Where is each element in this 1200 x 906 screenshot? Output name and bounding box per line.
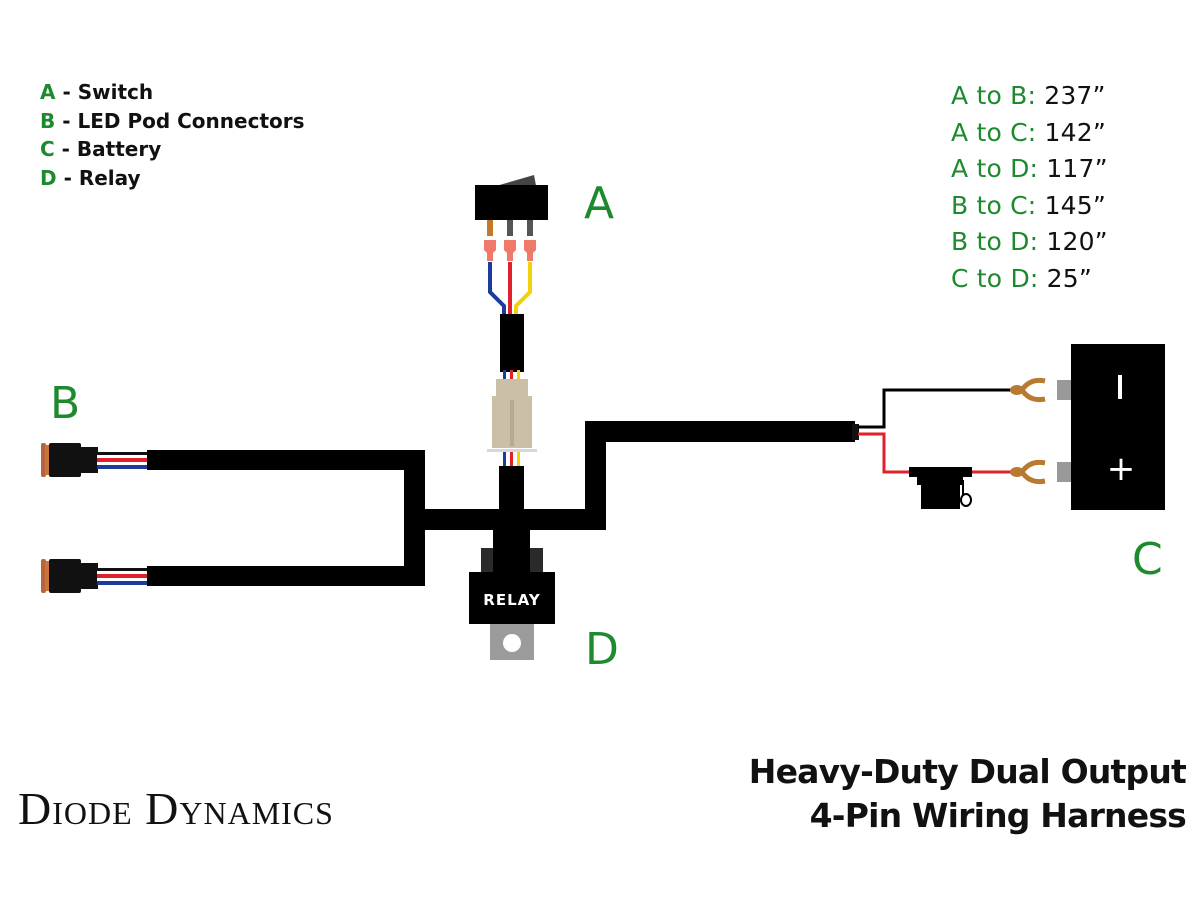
inline-connector xyxy=(487,379,537,452)
harness-switch-drop xyxy=(499,466,524,536)
label-led-pods: B xyxy=(50,378,81,429)
harness-pod-top xyxy=(147,450,425,470)
led-pod-connector-bottom xyxy=(41,559,147,593)
length-value: 237” xyxy=(1036,81,1106,110)
battery-post-positive xyxy=(1057,462,1072,482)
length-row: A to C: 142” xyxy=(951,115,1108,152)
length-value: 120” xyxy=(1038,227,1108,256)
length-row: B to D: 120” xyxy=(951,224,1108,261)
length-pair: B to D: xyxy=(951,227,1039,256)
length-pair: A to B: xyxy=(951,81,1037,110)
length-value: 145” xyxy=(1036,190,1107,220)
harness-battery-riser xyxy=(585,421,606,530)
length-pair: B to C: xyxy=(951,190,1037,220)
ring-terminal-negative xyxy=(1010,377,1046,403)
legend-item: A - Switch xyxy=(40,78,305,107)
legend-key: B xyxy=(40,108,56,133)
legend-label: - Relay xyxy=(56,165,141,190)
harness-battery-run xyxy=(585,421,855,442)
length-pair: A to D: xyxy=(951,154,1039,183)
length-row: B to C: 145” xyxy=(951,188,1108,225)
switch-wire-yellow xyxy=(514,262,532,316)
spade-terminals xyxy=(484,240,536,261)
label-switch: A xyxy=(584,178,615,229)
battery-leads xyxy=(852,377,1046,509)
legend-item: D - Relay xyxy=(40,164,305,193)
legend-label: - Battery xyxy=(54,137,162,161)
length-table: A to B: 237” A to C: 142” A to D: 117” B… xyxy=(951,78,1108,297)
product-title-line1: Heavy-Duty Dual Output xyxy=(748,752,1187,791)
battery: + xyxy=(1057,344,1165,510)
label-relay: D xyxy=(585,624,619,675)
length-value: 117” xyxy=(1038,154,1108,183)
legend-key: C xyxy=(40,137,55,161)
battery-body xyxy=(1071,344,1165,510)
battery-negative-symbol xyxy=(1118,375,1122,399)
length-row: A to D: 117” xyxy=(951,151,1108,188)
relay-body xyxy=(469,572,555,624)
harness-main xyxy=(147,421,855,586)
length-row: C to D: 25” xyxy=(951,261,1108,298)
legend-key: A xyxy=(40,80,56,104)
legend-item: B - LED Pod Connectors xyxy=(40,107,305,136)
length-value: 25” xyxy=(1038,263,1093,293)
relay-label: RELAY xyxy=(483,591,541,609)
led-pod-connector-top xyxy=(41,443,147,477)
relay-neck xyxy=(493,528,530,548)
fuse-holder xyxy=(909,467,972,509)
wire-positive xyxy=(858,432,912,474)
product-title-line2: 4-Pin Wiring Harness xyxy=(809,796,1187,835)
legend-label: - Switch xyxy=(55,80,154,104)
length-pair: C to D: xyxy=(951,263,1039,293)
length-value: 142” xyxy=(1036,117,1106,147)
relay: RELAY xyxy=(469,548,555,660)
wire-negative xyxy=(858,388,1012,429)
switch-sleeve xyxy=(500,314,524,372)
switch-body xyxy=(475,185,548,220)
legend-item: C - Battery xyxy=(40,135,305,164)
harness-pod-bottom xyxy=(147,566,425,586)
legend-label: - LED Pod Connectors xyxy=(55,108,305,133)
length-pair: A to C: xyxy=(951,117,1037,147)
legend-key: D xyxy=(40,165,57,190)
brand-logo: Diode Dynamics xyxy=(18,783,334,834)
product-title: Heavy-Duty Dual Output 4-Pin Wiring Harn… xyxy=(748,750,1187,838)
battery-post-negative xyxy=(1057,380,1072,400)
switch xyxy=(475,175,548,466)
ring-terminal-positive xyxy=(1010,459,1046,485)
relay-mount-hole xyxy=(503,634,521,652)
component-legend: A - Switch B - LED Pod Connectors C - Ba… xyxy=(40,78,305,192)
length-row: A to B: 237” xyxy=(951,78,1108,115)
battery-positive-symbol: + xyxy=(1107,449,1136,489)
label-battery: C xyxy=(1132,534,1163,585)
switch-wire-blue xyxy=(488,262,506,316)
